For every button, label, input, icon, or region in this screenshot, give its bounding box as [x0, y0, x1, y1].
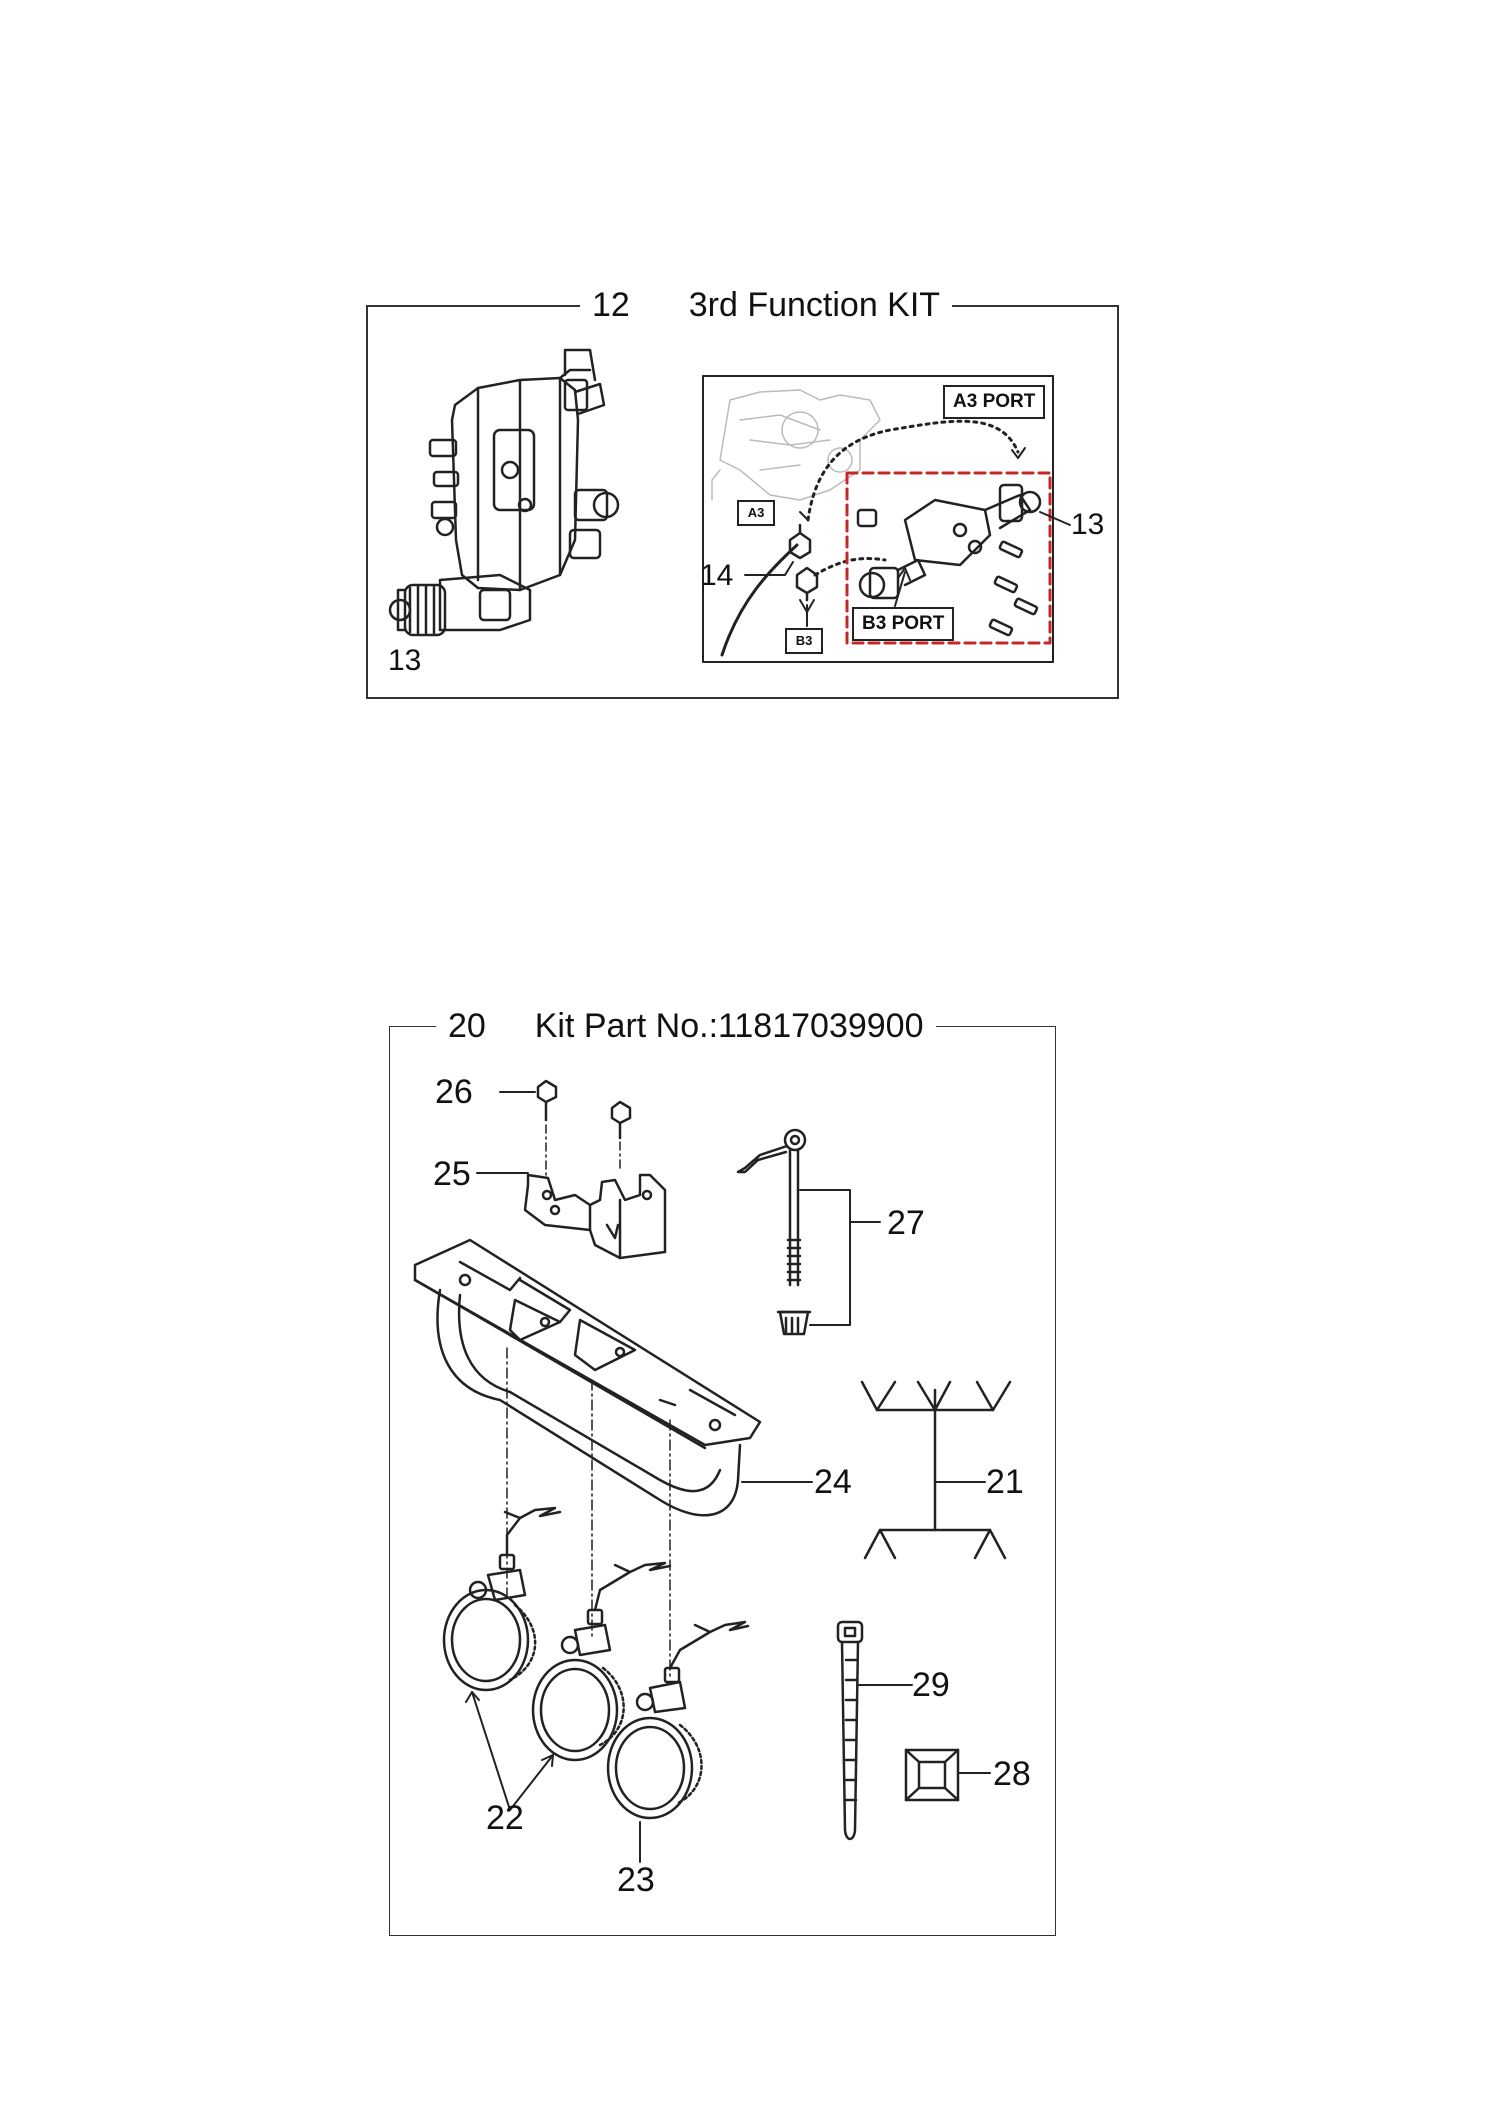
a3-port-label: A3 PORT	[943, 385, 1046, 419]
light-bar	[413, 1238, 762, 1517]
callout-24: 24	[814, 1463, 852, 1501]
a3-dotted-route	[806, 419, 1020, 522]
kit-12-number: 12	[592, 286, 630, 324]
leader-27-bracket	[799, 1189, 881, 1326]
cable-tie	[836, 1620, 864, 1841]
hose-line	[720, 543, 799, 657]
valve-block-drawing	[388, 348, 620, 637]
work-lamp-2	[531, 1561, 672, 1762]
leader-14	[744, 561, 794, 576]
callout-13-right: 13	[1071, 508, 1105, 541]
leader-13-right	[1039, 511, 1071, 526]
a3-pointer	[799, 511, 809, 521]
callout-13-left: 13	[388, 644, 422, 677]
callout-22: 22	[486, 1799, 524, 1837]
kit-20-number: 20	[448, 1007, 486, 1045]
mounting-bracket	[523, 1173, 667, 1260]
callout-29: 29	[912, 1666, 950, 1704]
b3-port-label: B3 PORT	[852, 607, 955, 641]
b3-tag: B3	[785, 628, 823, 654]
callout-14: 14	[700, 559, 734, 592]
wire-harness	[860, 1380, 1012, 1560]
tie-mount	[904, 1748, 960, 1802]
leader-22	[471, 1691, 554, 1811]
kit-20-heading: 20 Kit Part No.:11817039900	[436, 1006, 936, 1046]
background-machine-sketch	[711, 389, 881, 501]
callout-28: 28	[993, 1755, 1031, 1793]
b3-port-pointer	[894, 571, 906, 607]
callout-26: 26	[435, 1073, 473, 1111]
callout-25: 25	[433, 1155, 471, 1193]
a3-tag: A3	[737, 500, 775, 526]
kit-20-title: Kit Part No.:11817039900	[534, 1007, 924, 1045]
third-function-valve	[856, 483, 1042, 637]
hose-fittings	[788, 523, 819, 602]
pin-assembly	[736, 1128, 812, 1336]
highlight-dashed-box	[845, 471, 1052, 645]
kit-12-title: 3rd Function KIT	[688, 286, 941, 324]
callout-23: 23	[617, 1861, 655, 1899]
work-lamp-1	[442, 1506, 562, 1692]
callout-27: 27	[887, 1204, 925, 1242]
kit-12-heading: 12 3rd Function KIT	[580, 285, 953, 325]
installation-inset	[702, 375, 1054, 663]
b3-dotted-route	[813, 557, 887, 577]
flange-bolts	[536, 1079, 632, 1140]
work-lamp-3	[606, 1620, 750, 1820]
callout-21: 21	[986, 1463, 1024, 1501]
